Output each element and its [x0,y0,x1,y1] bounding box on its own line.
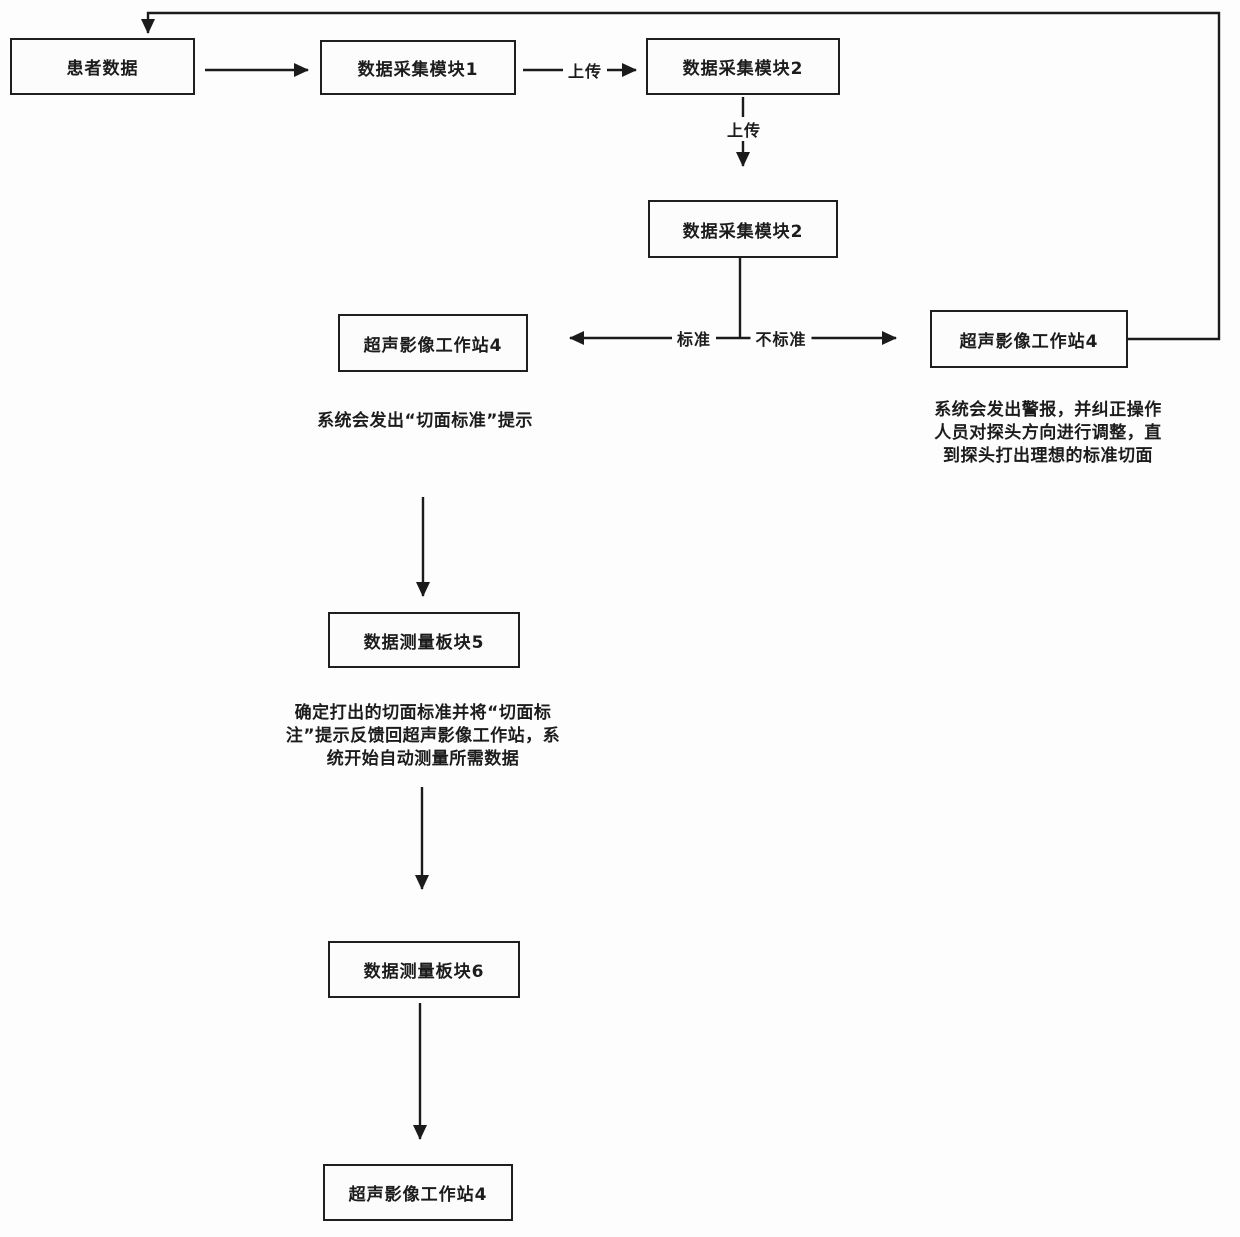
note-right-line-1: 系统会发出警报，并纠正操作 [934,400,1162,420]
note-measure-line-2: 注”提示反馈回超声影像工作站，系 [285,726,561,746]
note-left-workstation: 系统会发出“切面标准”提示 [317,411,533,431]
edge-label-upload-1: 上传 [562,58,608,82]
note-right-line-2: 人员对探头方向进行调整，直 [934,423,1162,443]
node-patient-data: 患者数据 [10,38,195,95]
edge-label-upload-2: 上传 [721,117,767,141]
edge-label-nonstandard: 不标准 [750,326,812,350]
node-measure-module-6: 数据测量板块6 [328,941,520,998]
edge-label-standard: 标准 [671,326,717,350]
node-workstation-left: 超声影像工作站4 [338,314,528,372]
node-acq-module-2-top: 数据采集模块2 [646,38,840,95]
node-workstation-bottom: 超声影像工作站4 [323,1164,513,1221]
arrow-feedback-loop [141,11,1221,341]
node-acq-module-1: 数据采集模块1 [320,40,516,95]
note-measure-module: 确定打出的切面标准并将“切面标 注”提示反馈回超声影像工作站，系 统开始自动测量… [278,702,568,771]
note-measure-line-1: 确定打出的切面标准并将“切面标 [294,703,552,723]
note-measure-line-3: 统开始自动测量所需数据 [326,749,520,769]
node-measure-module-5: 数据测量板块5 [328,612,520,668]
node-workstation-right: 超声影像工作站4 [930,310,1128,368]
node-acq-module-2-mid: 数据采集模块2 [648,200,838,258]
note-right-line-3: 到探头打出理想的标准切面 [943,446,1153,466]
note-right-workstation: 系统会发出警报，并纠正操作 人员对探头方向进行调整，直 到探头打出理想的标准切面 [916,399,1180,468]
